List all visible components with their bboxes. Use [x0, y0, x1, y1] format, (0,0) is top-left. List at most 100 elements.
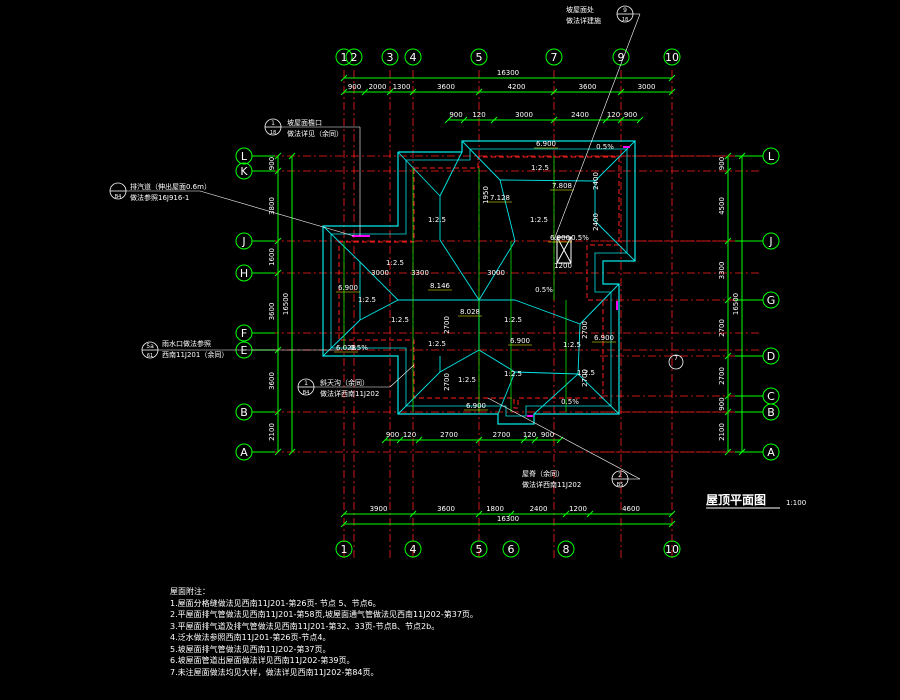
dimension-tick — [340, 520, 348, 528]
dimension-tick — [288, 152, 296, 160]
dimension-top-row2-value: 2400 — [571, 111, 589, 119]
dimension-right-segments-value: 900 — [718, 157, 726, 170]
callout-ref-top: 2 — [618, 472, 622, 479]
dimension-right-segments-value: 3300 — [718, 262, 726, 280]
slope-label: 1:2.5 — [504, 316, 522, 324]
note-item: 3.平屋面排气道及排气管做法见西南11J201-第32、33页-节点B、节点2b… — [170, 621, 440, 631]
roof-ridge-line — [322, 225, 361, 263]
notes-heading: 屋面附注： — [170, 587, 210, 596]
roof-ridge-line — [497, 371, 516, 415]
axis-bubble-top: 10 — [665, 51, 679, 64]
dimension-top-row1-value: 3600 — [437, 83, 455, 91]
axis-bubble-top: 1 — [341, 51, 348, 64]
dimension-bottom-row-value: 3900 — [370, 505, 388, 513]
axis-bubble-left: K — [240, 165, 248, 178]
roof-ridge-line — [359, 299, 399, 321]
roof-ridge-line — [499, 179, 516, 242]
axis-bubble-right: A — [767, 446, 775, 459]
slope-label: 1:2.5 — [428, 216, 446, 224]
slope-label: 1:2.5 — [504, 370, 522, 378]
dimension-tick — [396, 436, 404, 444]
axis-bubble-top-bubble — [545, 48, 563, 66]
dimension-tick — [617, 116, 625, 124]
callout-text: 做法详西南11J202 — [320, 389, 379, 398]
dimension-top-row1-value: 3600 — [579, 83, 597, 91]
dimension-tick — [274, 237, 282, 245]
axis-bubble-right: G — [767, 294, 776, 307]
dimension-bottom-inner-value: 2700 — [440, 431, 458, 439]
axis-bubble-top-bubble — [335, 48, 353, 66]
dimension-top-row2-value: 3000 — [515, 111, 533, 119]
axis-bubble-bottom: 6 — [508, 543, 515, 556]
exhaust-shaft — [556, 236, 572, 264]
callout-leader — [487, 397, 641, 480]
axis-bubble-top-bubble — [612, 48, 630, 66]
axis-bubble-left: E — [241, 344, 248, 357]
slope-label: 1:2.5 — [458, 376, 476, 384]
roof-ridge-line — [577, 373, 620, 415]
axis-bubble-top: 2 — [351, 51, 358, 64]
axis-bubble-left: H — [240, 267, 248, 280]
callout-leader — [199, 190, 355, 237]
percent-slope-label: 0.5% — [350, 344, 368, 352]
note-item: 6.坡屋面管道出屋面做法详见西南11J202-第39页。 — [170, 656, 355, 665]
dimension-tick — [602, 116, 610, 124]
dimension-bottom-inner-value: 900 — [386, 431, 399, 439]
dimension-top-row2-value: 120 — [607, 111, 620, 119]
axis-bubble-top-bubble — [404, 48, 422, 66]
elevation-label: 7.808 — [552, 182, 572, 190]
callout-text: 做法详西南11J202 — [522, 480, 581, 489]
axis-bubble-left: B — [240, 406, 248, 419]
slope-label: 1:2.5 — [530, 216, 548, 224]
callout-ref-bottom: B5 — [617, 482, 624, 488]
dimension-right-segments-value: 2700 — [718, 319, 726, 337]
roof-ridge-line — [397, 151, 441, 197]
axis-bubble-bottom: 5 — [476, 543, 483, 556]
elevation-label: 6.900 — [536, 140, 556, 148]
slope-label: 1:2.5 — [577, 369, 595, 377]
elevation-label: 7.128 — [490, 194, 510, 202]
axis-bubble-left: F — [241, 327, 247, 340]
axis-bubble-top: 4 — [410, 51, 417, 64]
roof-ridge-line — [579, 283, 620, 325]
dimension-tick — [475, 88, 483, 96]
dimension-tick — [520, 436, 528, 444]
elevation-label: 6.900 — [466, 402, 486, 410]
exhaust-shaft-cross — [556, 236, 572, 264]
dimension-tick — [668, 510, 676, 518]
elevation-label: 8.028 — [460, 308, 480, 316]
dimension-tick — [490, 116, 498, 124]
roof-ridge-line — [439, 151, 463, 197]
roof-ridge-line — [439, 349, 480, 373]
axis-bubble-bottom: 10 — [665, 543, 679, 556]
dimension-tick — [361, 88, 369, 96]
callout-text: 排汽道（伸出屋面0.6m） — [130, 182, 211, 191]
roof-ridge-line — [461, 140, 501, 181]
axis-bubble-bottom-bubble — [502, 540, 520, 558]
dimension-tick — [668, 74, 676, 82]
inner-dimension: 1200 — [554, 262, 572, 270]
dimension-tick — [274, 448, 282, 456]
dimension-tick — [340, 510, 348, 518]
elevation-label: 6.900 — [338, 284, 358, 292]
dimension-tick — [586, 510, 594, 518]
note-item: 4.泛水做法参照西南11J201-第26页-节点4。 — [170, 633, 331, 642]
axis-bubble-left: A — [240, 446, 248, 459]
note-item: 7.未注屋面做法均见大样，做法详见西南11J202-第84页。 — [170, 667, 379, 677]
elevation-label: 6.028 — [336, 344, 356, 352]
slope-label: 1:2.5 — [386, 259, 404, 267]
roof-ridge-line — [514, 371, 579, 375]
dimension-tick — [475, 436, 483, 444]
dimension-tick — [381, 436, 389, 444]
dimension-tick — [409, 510, 417, 518]
dimension-tick — [724, 392, 732, 400]
elevation-label: 8.146 — [430, 282, 451, 290]
axis-bubble-right: B — [767, 406, 775, 419]
callout-ref-bottom: B4 — [115, 194, 122, 200]
roof-ridge-line — [439, 239, 480, 301]
drawing-title: 屋顶平面图 — [706, 493, 766, 507]
dimension-tick — [475, 510, 483, 518]
dimension-left-segments-value: 3800 — [268, 197, 276, 215]
axis-bubble-right: J — [768, 235, 772, 248]
dimension-tick — [724, 448, 732, 456]
